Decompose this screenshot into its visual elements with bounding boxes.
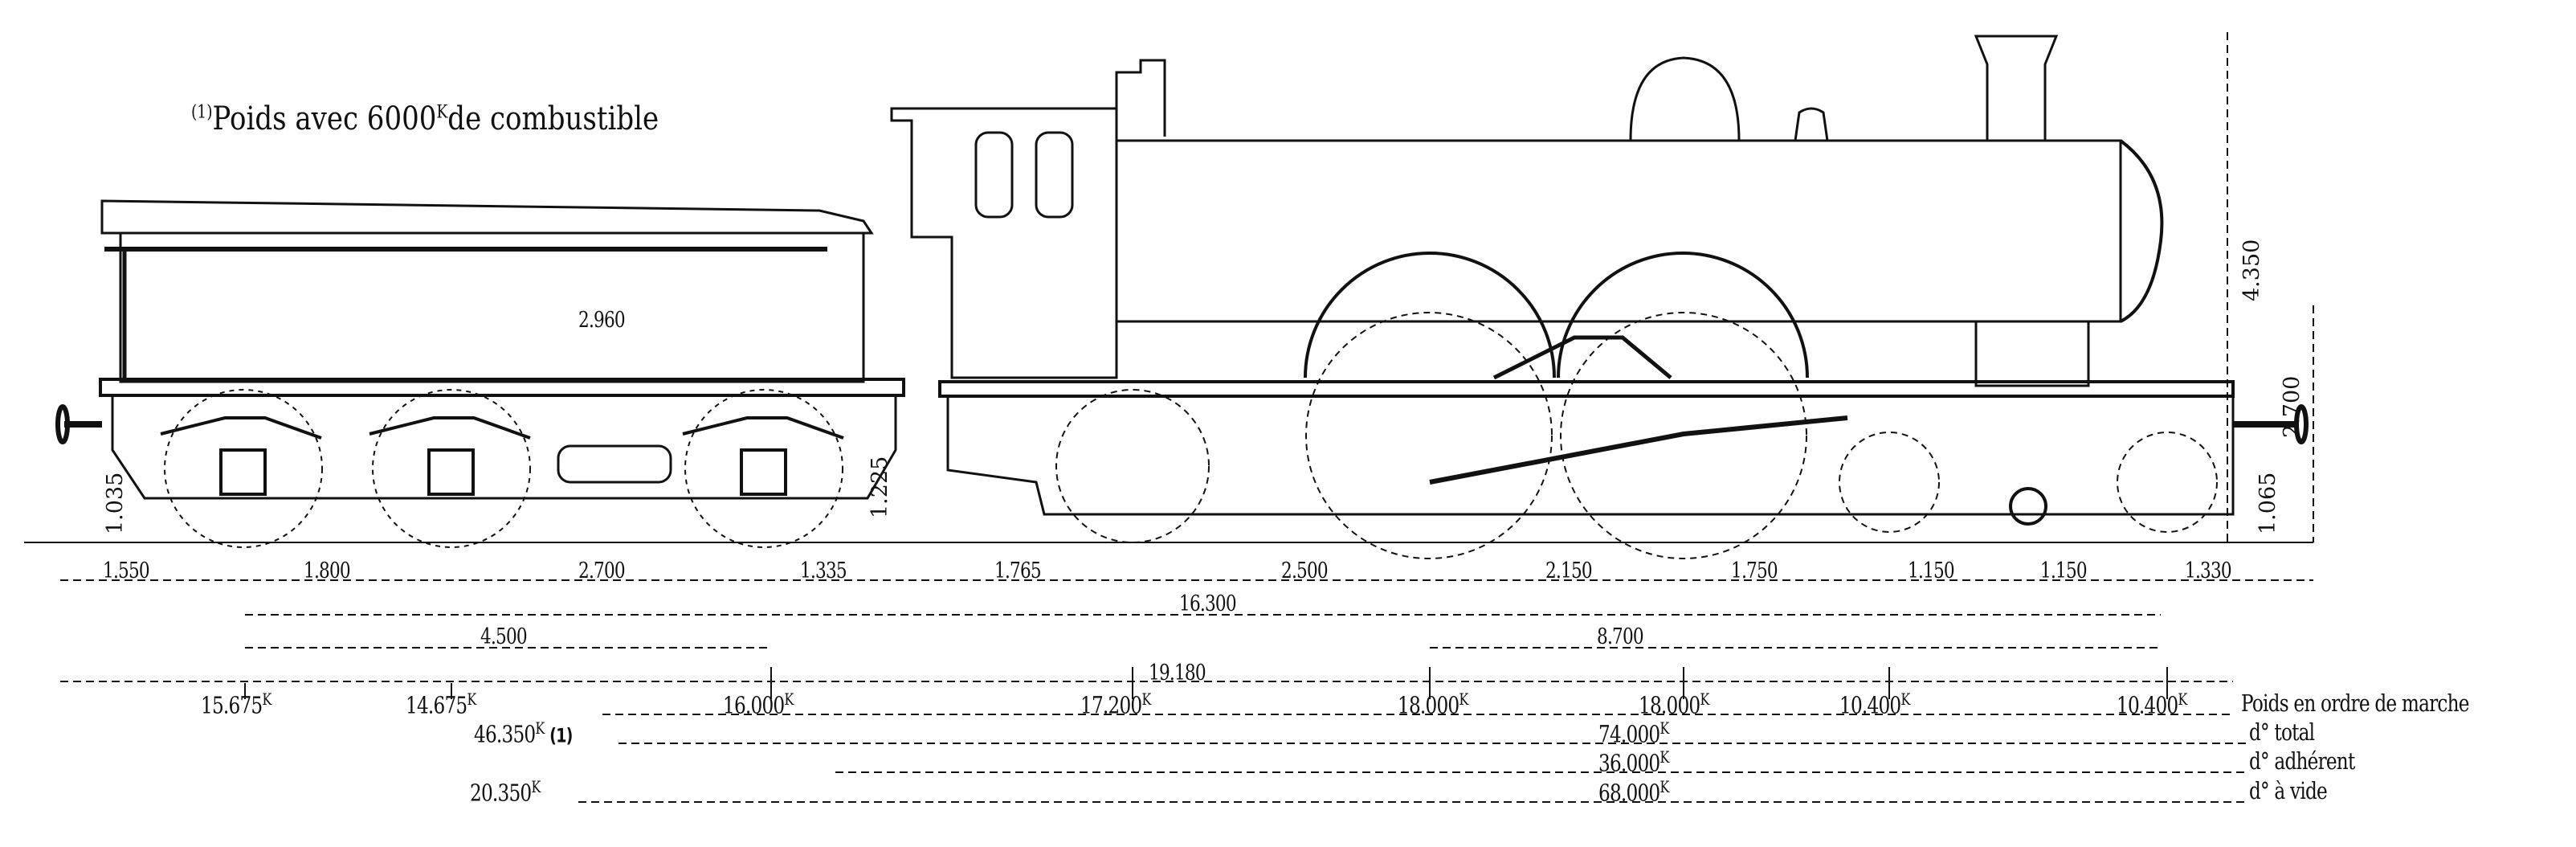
total-wheelbase: 16.300 [1179,591,1237,616]
splasher [1557,252,1809,378]
dome [1629,56,1741,141]
dim-label: 1.150 [1908,559,1955,583]
axle-weight: 10.400K [1839,689,1910,719]
axle-weight: 18.000K [1398,689,1468,719]
label-empty: d° à vide [2249,777,2328,804]
dim-label: 2.150 [1545,559,1593,583]
tender-height: 2.960 [578,308,626,333]
dim-label: 1.150 [2040,559,2088,583]
tender-rear-height: 1.225 [868,456,892,518]
tender-buffer-height: 1.035 [103,472,128,534]
weight-arrows [244,667,2168,699]
dimension-lines [60,32,2314,803]
engine-buffer-height: 1.065 [2256,472,2280,534]
dim-label: 2.700 [578,559,626,583]
chimney [1974,35,2059,140]
axle-weight: 10.400K [2117,689,2187,719]
chimney-height: 4.350 [2239,239,2264,301]
axle-weight: 15.675K [201,689,271,719]
dim-label: 2.500 [1281,559,1329,583]
dim-label: 1.330 [2185,559,2232,583]
axle-weight: 18.000K [1639,689,1709,719]
axle-weight: 14.675K [406,689,476,719]
dim-label: 1.800 [304,559,351,583]
tender [55,199,905,548]
engine-empty-weight: 68.000K [1598,777,1669,807]
engine-wheelbase: 8.700 [1597,624,1644,649]
dim-label: 1.750 [1731,559,1778,583]
engine [890,35,2309,559]
axle-weight: 16.000K [723,689,794,719]
label-adherent: d° adhérent [2249,747,2355,775]
label-running-weight: Poids en ordre de marche [2241,689,2469,717]
tender-wheelbase: 4.500 [480,624,528,649]
fuel-note: (1)Poids avec 6000Kde combustible [191,100,659,137]
dim-label: 1.765 [994,559,1042,583]
tender-total-weight: 46.350K (1) [474,718,573,748]
overall-length: 19.180 [1149,661,1206,685]
axle-weight: 17.200K [1080,689,1151,719]
label-total: d° total [2249,718,2315,746]
dim-label: 1.550 [103,559,150,583]
engine-adherent-weight: 36.000K [1598,747,1669,777]
tender-empty-weight: 20.350K [470,777,541,807]
safety-valve [1794,107,1829,141]
coupling-rod [1429,415,1848,485]
splasher [1304,252,1556,378]
engine-total-weight: 74.000K [1598,718,1669,748]
dim-label: 1.335 [800,559,847,583]
boiler-axis-height: 2.700 [2280,375,2305,438]
